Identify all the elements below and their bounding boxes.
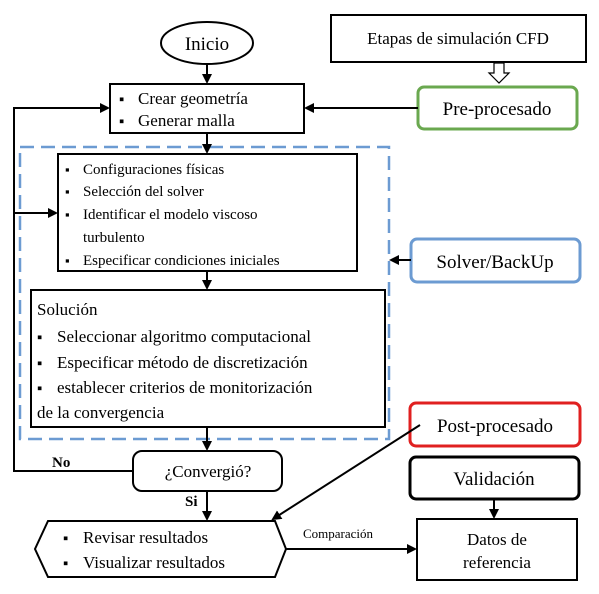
physics-item-3: Identificar el modelo viscoso bbox=[83, 207, 258, 223]
physics-item-4: Especificar condiciones iniciales bbox=[83, 253, 280, 269]
postprocess-label-box bbox=[408, 401, 582, 448]
solution-item-1: Seleccionar algoritmo computacional bbox=[57, 327, 311, 346]
solution-title: Solución bbox=[37, 300, 98, 319]
solution-bullet-3: ▪ bbox=[37, 381, 42, 397]
hollow-down-arrow-icon bbox=[487, 62, 511, 84]
results-item-2: Visualizar resultados bbox=[83, 553, 225, 572]
physics-bullet-1: ▪ bbox=[65, 162, 70, 177]
solution-item-2: Especificar método de discretización bbox=[57, 353, 308, 372]
solution-bullet-1: ▪ bbox=[37, 330, 42, 346]
stages-title-box bbox=[330, 14, 587, 63]
no-label: No bbox=[52, 455, 70, 471]
physics-bullet-3: ▪ bbox=[65, 207, 70, 222]
preprocess-item-1: Crear geometría bbox=[138, 89, 248, 108]
physics-item-2: Selección del solver bbox=[83, 184, 204, 200]
stages-title-text: Etapas de simulación CFD bbox=[367, 29, 549, 48]
results-bullet-2: ▪ bbox=[63, 556, 68, 572]
results-item-1: Revisar resultados bbox=[83, 528, 208, 547]
reference-line-1: Datos de bbox=[467, 530, 527, 549]
connectors bbox=[13, 64, 499, 554]
preprocess-item-2: Generar malla bbox=[138, 111, 235, 130]
start-label: Inicio bbox=[185, 34, 229, 55]
results-hexagon bbox=[33, 520, 288, 578]
results-bullet-1: ▪ bbox=[63, 531, 68, 547]
physics-bullet-4: ▪ bbox=[65, 253, 70, 268]
solution-box bbox=[30, 289, 386, 428]
solution-bullet-2: ▪ bbox=[37, 356, 42, 372]
solver-region-dashed-border bbox=[18, 145, 391, 441]
validation-label-text: Validación bbox=[453, 469, 535, 490]
comparison-label: Comparación bbox=[303, 526, 374, 541]
physics-bullet-2: ▪ bbox=[65, 184, 70, 199]
reference-data-box bbox=[416, 518, 578, 581]
no-loop-to-preprocess bbox=[13, 103, 133, 472]
arrow-postprocess-to-results bbox=[271, 424, 421, 521]
physics-config-box bbox=[57, 153, 358, 272]
preprocess-steps-box bbox=[109, 83, 305, 134]
reference-line-2: referencia bbox=[463, 553, 531, 572]
postprocess-label-text: Post-procesado bbox=[437, 416, 553, 437]
convergence-decision-text: ¿Convergió? bbox=[165, 462, 252, 481]
physics-item-3-cont: turbulento bbox=[83, 230, 145, 246]
solution-item-3: establecer criterios de monitorización bbox=[57, 378, 313, 397]
preprocess-label-text: Pre-procesado bbox=[443, 99, 552, 120]
solver-label-text: Solver/BackUp bbox=[436, 252, 553, 273]
solution-item-3-cont: de la convergencia bbox=[37, 403, 165, 422]
yes-label: Si bbox=[185, 494, 198, 510]
preprocess-bullet-1: ▪ bbox=[119, 92, 124, 108]
physics-item-1: Configuraciones físicas bbox=[83, 162, 224, 178]
preprocess-bullet-2: ▪ bbox=[119, 114, 124, 130]
